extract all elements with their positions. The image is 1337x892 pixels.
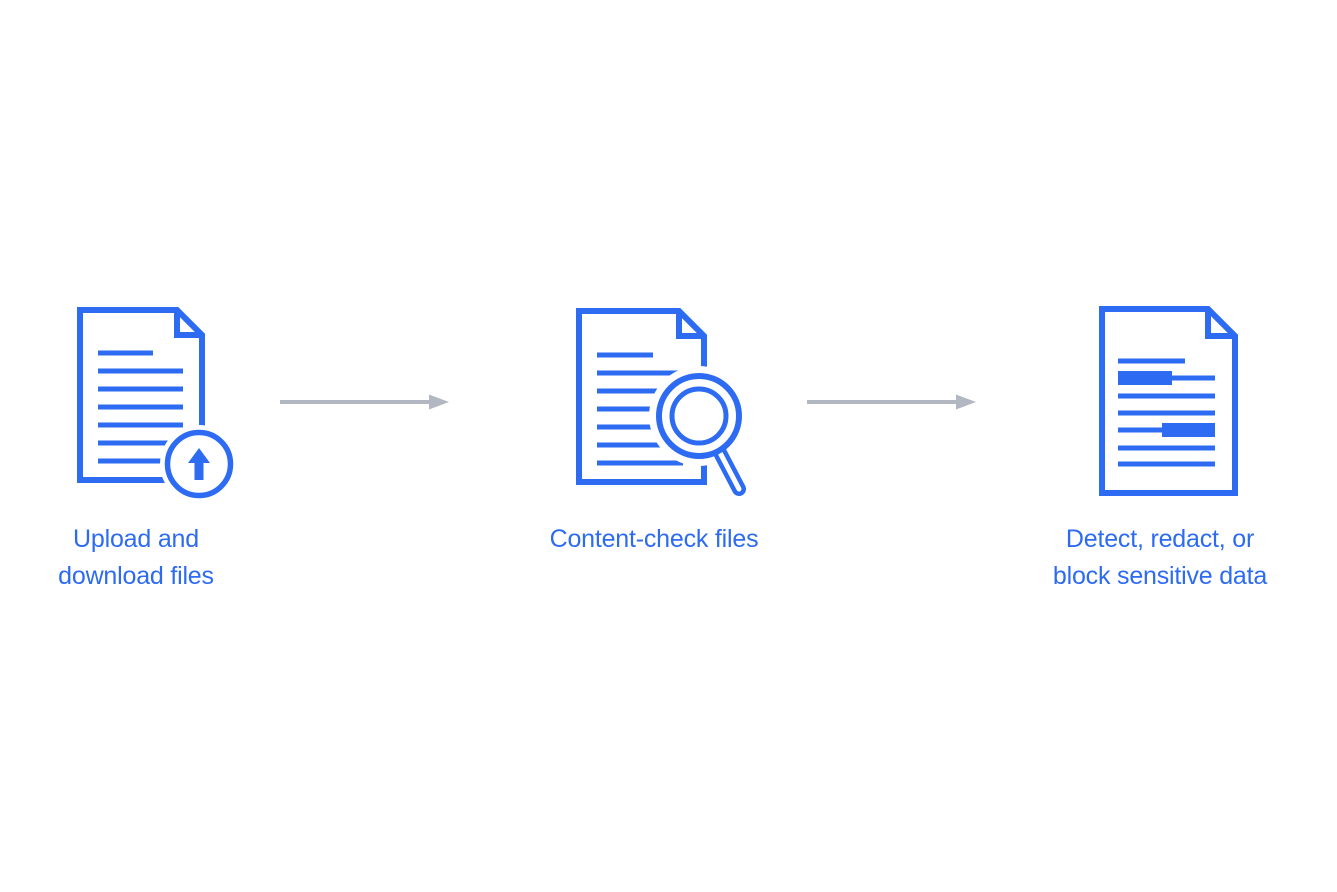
step-content-check bbox=[573, 305, 753, 525]
redaction-bar bbox=[1118, 371, 1172, 385]
redaction-bar bbox=[1162, 423, 1215, 437]
connector-arrow-1 bbox=[279, 393, 451, 416]
document-fold bbox=[174, 310, 202, 338]
document-upload-icon bbox=[77, 307, 238, 503]
step-label-line: Content-check files bbox=[549, 525, 759, 553]
arrow-right-icon bbox=[280, 394, 449, 410]
step-label-line: download files bbox=[58, 562, 214, 590]
step-label-content-check: Content-check files bbox=[504, 521, 804, 558]
magnifier-inner-ring bbox=[669, 386, 729, 446]
step-redact bbox=[1096, 303, 1246, 508]
document-fold bbox=[676, 311, 704, 339]
step-upload bbox=[74, 304, 244, 519]
document-text-lines bbox=[1118, 358, 1215, 467]
magnifier-handle bbox=[710, 440, 746, 496]
arrow-right-icon bbox=[807, 394, 976, 410]
step-label-upload: Upload and download files bbox=[16, 521, 256, 595]
step-label-line: Detect, redact, or bbox=[1065, 525, 1255, 553]
document-redacted-icon bbox=[1099, 306, 1238, 496]
document-fold bbox=[1205, 309, 1235, 339]
upload-arrow-icon bbox=[188, 448, 210, 480]
step-label-line: Upload and bbox=[73, 525, 199, 553]
connector-arrow-2 bbox=[806, 393, 978, 416]
document-search-icon bbox=[576, 308, 749, 496]
step-label-redact: Detect, redact, or block sensitive data bbox=[1010, 521, 1310, 595]
step-label-line: block sensitive data bbox=[1052, 562, 1268, 590]
document-text-lines bbox=[98, 350, 183, 464]
